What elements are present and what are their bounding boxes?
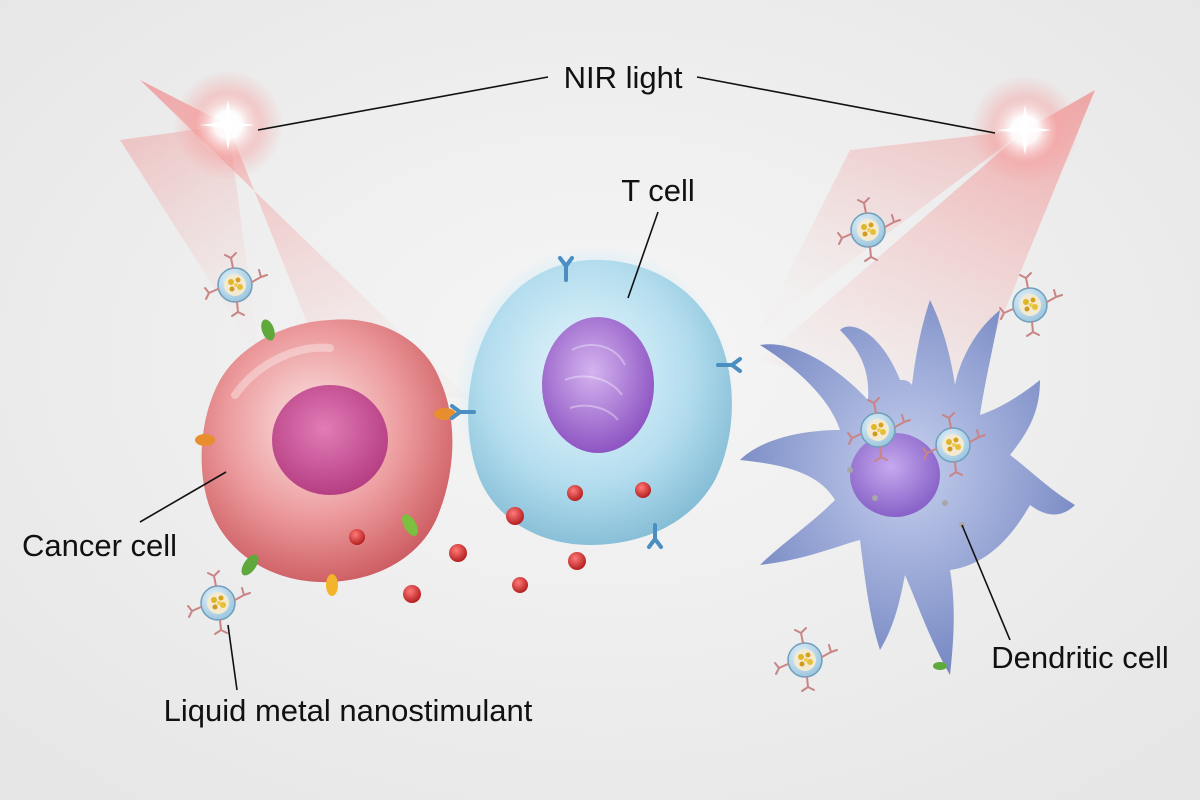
t-cell: [450, 245, 742, 549]
nir-light-label: NIR light: [564, 60, 683, 95]
t-cell-nucleus: [542, 317, 654, 453]
nanostimulant-label: Liquid metal nanostimulant: [164, 693, 533, 728]
leader-lines: [139, 76, 1011, 691]
nir-beam-left-secondary: [120, 125, 260, 360]
t-cell-label: T cell: [621, 173, 695, 208]
dendritic-cell-label: Dendritic cell: [991, 640, 1168, 675]
red-particles: [349, 507, 586, 603]
dendritic-cell-nucleus: [850, 433, 940, 517]
light-sparkle-left: [200, 100, 255, 150]
cancer-cell: [195, 319, 456, 596]
cancer-cell-label: Cancer cell: [22, 528, 177, 563]
cancer-cell-nucleus: [272, 385, 388, 495]
light-sparkle-right: [997, 105, 1052, 155]
dendritic-cell: [740, 300, 1075, 675]
nir-beam-right-secondary: [760, 130, 1025, 330]
